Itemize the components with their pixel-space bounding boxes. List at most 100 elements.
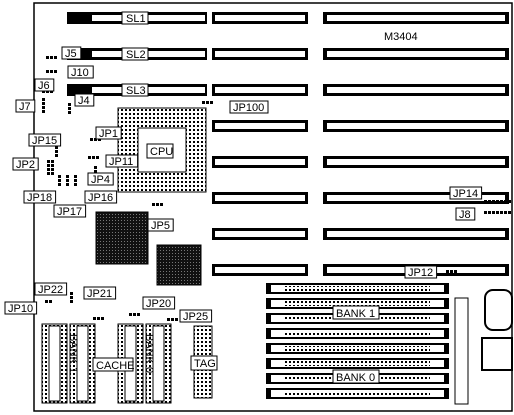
simm-contacts bbox=[284, 286, 430, 291]
isa-slot-opening bbox=[327, 123, 505, 129]
jp7-label-box bbox=[15, 99, 36, 113]
jp11-pins bbox=[88, 156, 91, 159]
jp10-label: JP10 bbox=[8, 303, 33, 315]
cache-bank1-label: BANK 1 bbox=[67, 334, 79, 373]
jp8-pins bbox=[484, 211, 487, 214]
jp11-pins bbox=[92, 156, 95, 159]
simm-contacts bbox=[284, 301, 430, 306]
jp10-label-box bbox=[4, 301, 38, 315]
jp100-pins bbox=[206, 101, 209, 104]
jp14-pins bbox=[484, 200, 487, 203]
jp8-label-box bbox=[455, 207, 476, 221]
jp14-pins bbox=[500, 200, 503, 203]
slot-label-sl1: SL1 bbox=[126, 13, 146, 25]
jp18-label-box bbox=[23, 190, 57, 204]
tag-label: TAG bbox=[194, 358, 216, 370]
jp25-label: JP25 bbox=[183, 311, 208, 323]
jp22-pins bbox=[70, 292, 73, 295]
jp7-pins bbox=[42, 110, 45, 113]
jp6-label-box bbox=[34, 78, 55, 92]
jp100-pins bbox=[210, 101, 213, 104]
isa-slot-opening bbox=[215, 231, 305, 237]
jp18-pins bbox=[58, 183, 61, 186]
jp16-pins bbox=[74, 179, 77, 182]
isa-slot-opening bbox=[215, 267, 305, 273]
jp17-pins bbox=[66, 183, 69, 186]
jp100-label-box bbox=[229, 100, 269, 114]
jp18-label: JP18 bbox=[27, 192, 52, 204]
jp15-label: JP15 bbox=[32, 135, 57, 147]
jp15-pins bbox=[55, 146, 58, 149]
chipset-chip-2 bbox=[156, 244, 202, 286]
jp10-pins bbox=[45, 300, 48, 303]
jp16-pins bbox=[74, 183, 77, 186]
jp14-label-box bbox=[449, 186, 483, 200]
simm-contacts bbox=[284, 361, 430, 366]
jp2-label: JP2 bbox=[16, 159, 35, 171]
jp25-pins bbox=[175, 318, 178, 321]
jp14-pins bbox=[496, 200, 499, 203]
isa-slot-opening bbox=[215, 87, 305, 93]
jp7-pins bbox=[42, 98, 45, 101]
isa-slot-opening bbox=[327, 195, 505, 201]
jp100-pins bbox=[202, 101, 205, 104]
jp8-pins bbox=[508, 211, 511, 214]
jp25-pins bbox=[171, 318, 174, 321]
cpu-label: CPU bbox=[150, 146, 173, 158]
memory-bank0-label: BANK 0 bbox=[336, 372, 375, 384]
j5-pins bbox=[54, 56, 57, 59]
cache-label-box bbox=[92, 357, 134, 372]
jp2-pins bbox=[47, 160, 50, 163]
memory-bank1-label-box bbox=[332, 305, 380, 320]
keyboard-connector bbox=[481, 337, 513, 371]
jp5-pins bbox=[160, 203, 163, 206]
chipset-chip-1 bbox=[95, 211, 149, 265]
jp4-label-box bbox=[87, 172, 114, 186]
isa-slot-opening bbox=[327, 51, 505, 57]
isa-slot-opening bbox=[215, 15, 305, 21]
isa-slot-opening bbox=[327, 159, 505, 165]
jp12-pins bbox=[446, 270, 449, 273]
jp22-label-box bbox=[34, 282, 68, 296]
jp17-pins bbox=[66, 179, 69, 182]
j4-pins bbox=[68, 107, 71, 110]
jp22-label: JP22 bbox=[38, 284, 63, 296]
jp7-pins bbox=[42, 102, 45, 105]
jp7-pins bbox=[42, 106, 45, 109]
jp16-pins bbox=[74, 175, 77, 178]
jp21-label: JP21 bbox=[87, 288, 112, 300]
isa-slot-opening bbox=[215, 195, 305, 201]
jp2-pins bbox=[51, 172, 54, 175]
jp17-label: JP17 bbox=[57, 206, 82, 218]
isa-slot-opening bbox=[327, 15, 505, 21]
jp14-pins bbox=[504, 200, 507, 203]
slot-label-sl2: SL2 bbox=[126, 49, 146, 61]
jp25-pins bbox=[167, 318, 170, 321]
board-model: M3404 bbox=[384, 31, 418, 43]
jp2-pins bbox=[47, 164, 50, 167]
jp20-pins bbox=[133, 313, 136, 316]
jp14-pins bbox=[488, 200, 491, 203]
isa-slot-opening bbox=[215, 51, 305, 57]
jp5-label: JP5 bbox=[151, 220, 170, 232]
jp22-pins bbox=[70, 300, 73, 303]
jp21-pins bbox=[93, 317, 96, 320]
jp12-pins bbox=[450, 270, 453, 273]
jp20-label: JP20 bbox=[146, 298, 171, 310]
jp2-pins bbox=[51, 164, 54, 167]
jp20-label-box bbox=[142, 296, 176, 310]
simm-contacts bbox=[284, 391, 430, 396]
jp15-label-box bbox=[28, 133, 62, 147]
jp8-pins bbox=[504, 211, 507, 214]
j4-label-box bbox=[74, 93, 95, 107]
jp20-pins bbox=[129, 313, 132, 316]
jp4-pins bbox=[94, 170, 97, 173]
jp10-pins bbox=[49, 300, 52, 303]
simm-contacts bbox=[284, 331, 430, 336]
jp11-pins bbox=[96, 156, 99, 159]
jp14-pins bbox=[492, 200, 495, 203]
jp15-pins bbox=[55, 150, 58, 153]
jp22-pins bbox=[70, 296, 73, 299]
memory-bank1-label: BANK 1 bbox=[336, 308, 375, 320]
slot-label-sl3: SL3 bbox=[126, 85, 146, 97]
